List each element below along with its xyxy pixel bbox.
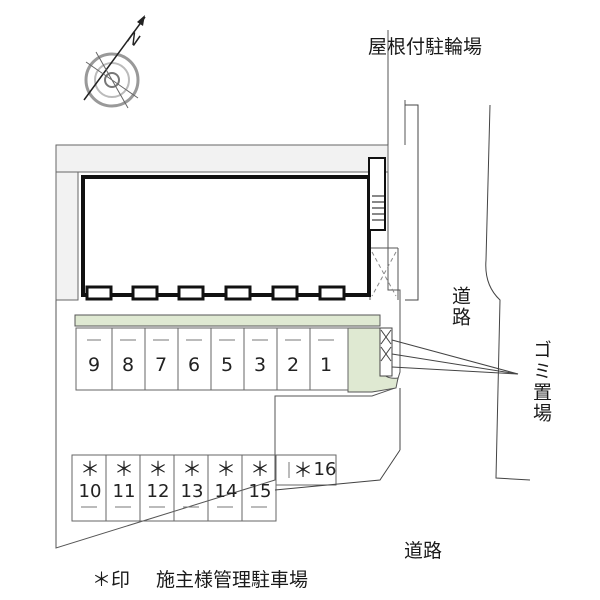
parking-spot-number: 13 xyxy=(180,481,204,502)
parking-spot-number: 9 xyxy=(87,354,101,376)
apartment-building xyxy=(81,157,386,297)
parking-row-upper xyxy=(75,327,349,391)
owner-managed-mark: ＊ xyxy=(80,457,100,481)
parking-row-lower xyxy=(71,454,337,522)
parking-spot-number: 6 xyxy=(187,354,201,376)
parking-spot-number: 16 xyxy=(313,459,337,480)
hedge-strip xyxy=(74,314,381,327)
road-bottom-label: 道路 xyxy=(404,540,443,562)
parking-spot-number: 3 xyxy=(253,354,267,376)
parking-lower-wheelstops xyxy=(81,462,290,508)
north-strip xyxy=(55,144,389,173)
garbage-area-label: ゴミ置場 xyxy=(530,340,552,424)
owner-managed-mark: ＊ xyxy=(216,457,236,481)
owner-managed-mark: ＊ xyxy=(148,457,168,481)
balconies xyxy=(85,285,346,301)
west-strip xyxy=(55,171,79,301)
parking-spot-number: 11 xyxy=(112,481,136,502)
parking-spot-number: 2 xyxy=(286,354,300,376)
garbage-station xyxy=(379,327,519,377)
parking-spot-number: 15 xyxy=(248,481,272,502)
owner-managed-mark: ＊ xyxy=(182,457,202,481)
bicycle-parking-label: 屋根付駐輪場 xyxy=(368,36,483,58)
parking-spot-number: 14 xyxy=(214,481,238,502)
owner-managed-mark: ＊ xyxy=(293,458,313,482)
parking-spot-number: 1 xyxy=(319,354,333,376)
parking-spot-number: 8 xyxy=(121,354,135,376)
legend-text: 施主様管理駐車場 xyxy=(156,569,309,591)
parking-spot-number: 7 xyxy=(154,354,168,376)
compass-icon xyxy=(83,15,146,109)
parking-spot-number: 10 xyxy=(78,481,102,502)
parking-spot-number: 5 xyxy=(220,354,234,376)
parking-spot-number: 12 xyxy=(146,481,170,502)
owner-managed-mark: ＊ xyxy=(114,457,134,481)
legend-mark: ＊印 xyxy=(92,569,131,591)
road-right-label: 道路 xyxy=(449,286,471,328)
owner-managed-mark: ＊ xyxy=(250,457,270,481)
road-outline xyxy=(274,104,531,491)
compass-north-label: N xyxy=(123,28,144,50)
